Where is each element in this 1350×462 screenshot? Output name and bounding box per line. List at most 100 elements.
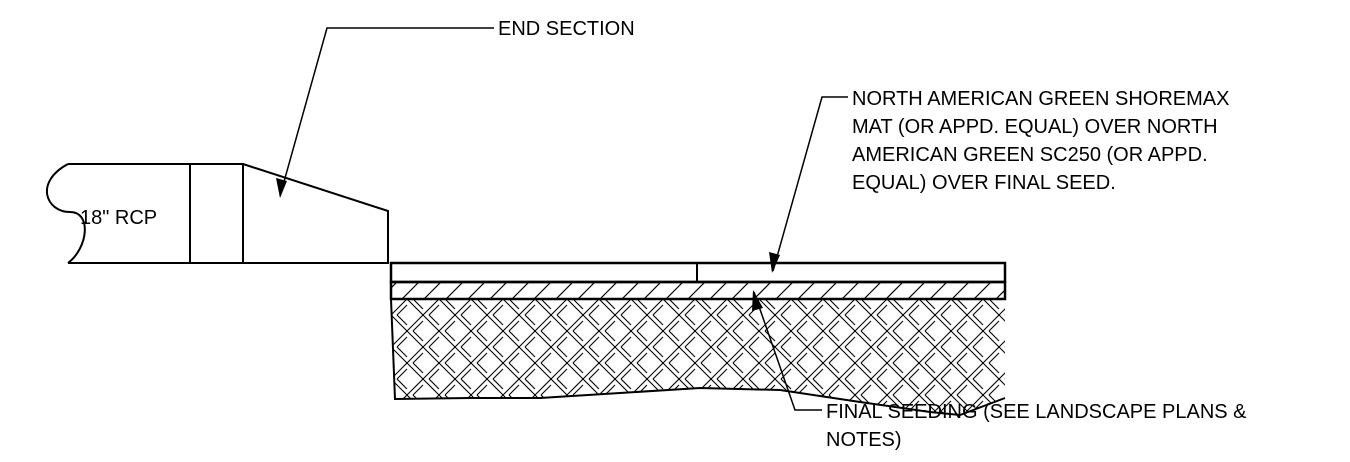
soil-hatch-line [934, 394, 952, 412]
soil-hatch-line [428, 346, 440, 358]
soil-hatch-line [812, 368, 824, 380]
seed-layer-outline [389, 280, 1007, 301]
soil-hatch-line [668, 362, 680, 374]
soil-hatch-line [476, 330, 488, 342]
soil-hatch-line [701, 417, 711, 427]
soil-hatch-line [598, 378, 616, 396]
soil-hatch-line [918, 299, 936, 316]
soil-hatch-line [924, 352, 936, 364]
soil-hatch-line [476, 299, 488, 310]
soil-hatch-line [573, 417, 583, 427]
soil-hatch-line [908, 378, 920, 390]
soil-hatch-line [422, 330, 440, 348]
soil-hatch-line [732, 320, 744, 332]
soil-hatch-line [924, 394, 936, 406]
soil-hatch-line [870, 330, 888, 348]
soil-hatch-line [982, 346, 1000, 364]
soil-hatch-line [790, 314, 808, 332]
soil-hatch-line [476, 384, 488, 396]
soil-hatch-line [678, 394, 696, 412]
soil-hatch-line [556, 378, 568, 390]
soil-hatch-line [838, 346, 856, 364]
soil-hatch-line [566, 330, 584, 348]
soil-hatch-line [652, 346, 664, 358]
soil-hatch-line [796, 362, 808, 374]
soil-hatch-line [620, 368, 632, 380]
seed-hatch-line [621, 282, 640, 299]
soil-hatch-line [748, 378, 760, 390]
seed-hatch-line [863, 282, 882, 299]
soil-hatch-line [886, 330, 904, 348]
soil-hatch-line [524, 336, 536, 348]
seed-hatch-line [973, 282, 992, 299]
soil-hatch-line [422, 362, 440, 380]
soil-hatch-line [662, 314, 680, 332]
soil-hatch-line [902, 314, 920, 332]
soil-hatch-line [582, 362, 600, 380]
soil-hatch-line [492, 368, 504, 380]
soil-hatch-line [502, 314, 520, 332]
soil-hatch-line [774, 346, 792, 364]
soil-hatch-line [524, 368, 536, 380]
soil-hatch-line [518, 330, 536, 348]
soil-hatch-line [502, 346, 520, 364]
soil-hatch-line [902, 378, 920, 396]
soil-hatch-line [556, 368, 568, 380]
soil-hatch-line [604, 394, 616, 406]
soil-hatch-line [460, 368, 472, 380]
soil-hatch-line [790, 362, 808, 380]
soil-hatch-line [934, 346, 952, 364]
mat-callout: NORTH AMERICAN GREEN SHOREMAX MAT (OR AP… [769, 88, 1229, 273]
soil-hatch-line [396, 336, 408, 348]
soil-hatch-line [412, 384, 424, 396]
soil-hatch-line [460, 410, 472, 415]
soil-hatch-line [406, 346, 424, 364]
soil-hatch-line [406, 314, 424, 332]
soil-hatch-line [391, 299, 408, 316]
soil-hatch-line [748, 314, 760, 326]
soil-hatch-line [806, 394, 824, 412]
soil-hatch-line [892, 320, 904, 332]
soil-hatch-line [652, 336, 664, 348]
soil-hatch-line [780, 410, 792, 415]
seeding-callout: FINAL SEEDING (SEE LANDSCAPE PLANS & NOT… [752, 290, 1247, 451]
soil-hatch-line [678, 346, 696, 364]
soil-hatch-line [966, 346, 984, 364]
seed-hatch-line [533, 282, 552, 299]
soil-hatch-line [732, 330, 744, 342]
soil-hatch-line [838, 314, 856, 332]
soil-hatch-line [940, 304, 952, 316]
soil-hatch-line [422, 410, 440, 415]
soil-hatch-line [732, 299, 744, 310]
soil-hatch-line [733, 417, 743, 427]
soil-hatch-line [854, 378, 872, 396]
soil-hatch-line [438, 410, 456, 415]
soil-hatch-line [822, 362, 840, 380]
soil-hatch-line [508, 299, 520, 310]
soil-hatch-line [566, 378, 584, 396]
mat-label-line-4: EQUAL) OVER FINAL SEED. [852, 172, 1116, 194]
seed-hatch-line [665, 282, 684, 299]
seed-hatch-line [687, 282, 706, 299]
soil-hatch-line [748, 336, 760, 348]
soil-hatch-line [710, 346, 728, 364]
soil-hatch-line [486, 314, 504, 332]
seed-hatch-line [885, 282, 904, 299]
seeding-arrowhead [752, 290, 763, 311]
soil-hatch-line [934, 299, 952, 316]
soil-hatch-line [396, 368, 408, 380]
seed-hatch-line [599, 282, 618, 299]
soil-hatch-line [838, 299, 856, 316]
soil-hatch-line [454, 410, 472, 415]
soil-hatch-line [668, 320, 680, 332]
soil-hatch-line [710, 362, 728, 380]
soil-hatch-line [588, 400, 600, 412]
soil-hatch-line [662, 346, 680, 364]
soil-hatch-line [908, 346, 920, 358]
soil-hatch-line [710, 394, 728, 412]
soil-hatch-line [870, 378, 888, 396]
soil-hatch-line [972, 314, 984, 326]
soil-hatch-line [812, 378, 824, 390]
soil-hatch-line [428, 304, 440, 316]
soil-hatch-line [445, 417, 455, 427]
